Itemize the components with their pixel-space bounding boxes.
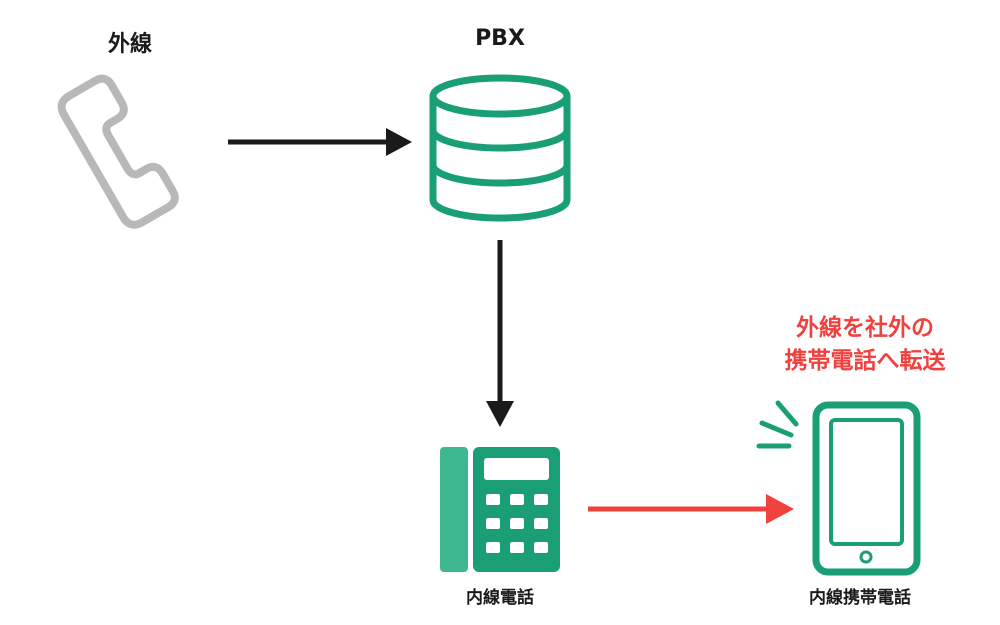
outside-line-label: 外線 [107, 32, 152, 57]
forward-note-line1: 外線を社外の [796, 315, 934, 341]
ringing-lines-icon [756, 400, 799, 449]
database-server-icon [429, 74, 571, 222]
smartphone-icon [812, 401, 921, 576]
extension-phone-label: 内線電話 [466, 588, 534, 608]
forward-note-line2: 携帯電話へ転送 [784, 348, 946, 374]
extension-mobile-label: 内線携帯電話 [809, 588, 911, 608]
phone-handset-icon [57, 74, 179, 229]
arrow-pbx-to-desk [486, 240, 514, 427]
arrow-forward-to-mobile [588, 494, 794, 524]
pbx-label: PBX [475, 26, 525, 51]
arrow-outside-to-pbx [228, 128, 412, 156]
desk-phone-icon [440, 447, 560, 572]
forward-note: 外線を社外の 携帯電話へ転送 [735, 312, 995, 378]
